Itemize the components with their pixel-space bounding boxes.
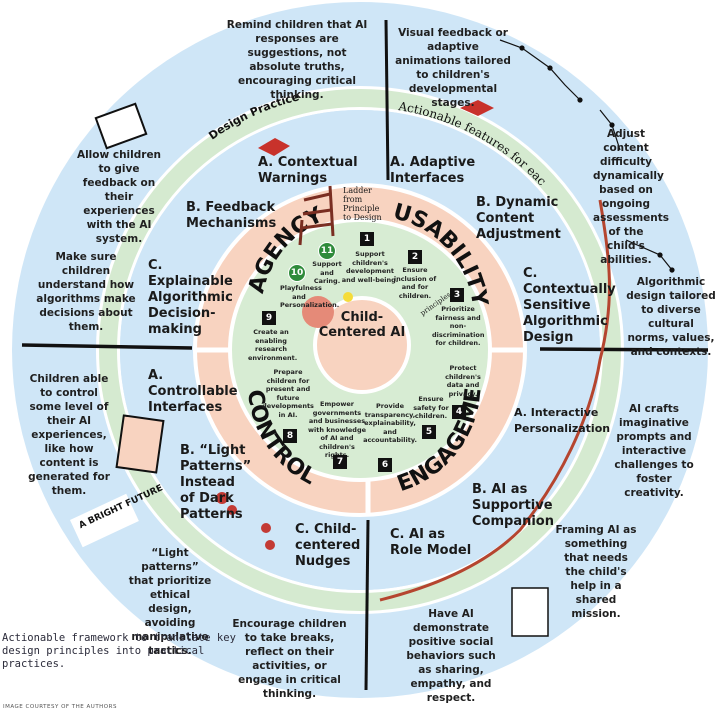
practice-light-patterns: B. “Light Patterns” Instead of Dark Patt… (180, 443, 252, 522)
desc-contextually-sensitive: Algorithmic design tailored to diverse c… (626, 276, 716, 358)
ladder-icon (298, 185, 335, 246)
ai-face-illustration (511, 587, 549, 637)
desc-supportive-companion: Framing AI as something that needs the c… (555, 524, 637, 620)
practice-supportive-companion: B. AI as Supportive Companion (472, 482, 554, 529)
principle-5: Ensure safety for children. (413, 395, 449, 420)
practice-contextually-sensitive: C. Contextually Sensitive Algorithmic De… (523, 266, 616, 345)
axis-right (539, 347, 709, 352)
principle-10: Playfulness and Personalization. (280, 284, 340, 309)
principle-4: Protect children's data and privacy. (445, 364, 481, 398)
center-disc (313, 296, 411, 394)
principle-badge-6: 6 (378, 458, 392, 472)
parent-child-illustration (115, 414, 165, 474)
desc-role-model: Have AI demonstrate positive social beha… (406, 608, 496, 704)
practice-controllable-interfaces: A. Controllable Interfaces (148, 368, 238, 415)
practice-adaptive-interfaces: A. Adaptive Interfaces (390, 155, 476, 186)
principle-badge-1: 1 (360, 232, 374, 246)
principle-badge-3: 3 (450, 288, 464, 302)
vine-illustration (379, 199, 611, 602)
roses-illustration (216, 492, 275, 550)
practice-interactive-personalization: A. Interactive Personalization (514, 406, 611, 435)
principle-1: Support children's development and well-… (341, 250, 399, 284)
desc-light-patterns: “Light patterns” that prioritize ethical… (128, 547, 212, 657)
principle-3: Prioritize fairness and non-discriminati… (432, 305, 485, 347)
principle-9: Create an enabling research environment. (248, 328, 298, 362)
principle-badge-11: 11 (318, 242, 336, 260)
principle-badge-8: 8 (283, 429, 297, 443)
axis-bottom (364, 519, 370, 691)
practice-dynamic-content: B. Dynamic Content Adjustment (476, 195, 561, 242)
principle-2: Ensure inclusion of and for children. (393, 266, 437, 300)
desc-child-centered-nudges: Encourage children to take breaks, refle… (232, 618, 347, 700)
child-face-illustration (302, 296, 334, 328)
practice-child-centered-nudges: C. Child-centered Nudges (295, 522, 361, 569)
principle-11: Support and Caring. (312, 260, 342, 285)
lightbulb-icon (343, 292, 353, 302)
principle-8: Prepare children for present and future … (262, 368, 314, 419)
principle-badge-10: 10 (288, 264, 306, 282)
graduation-cap-icon (460, 100, 494, 116)
red-arrow-icon (258, 138, 290, 156)
desc-explainable-algorithmic: Make sure children understand how algori… (36, 251, 136, 333)
principle-7: Empower governments and businesses with … (308, 400, 367, 459)
desc-feedback-mechanisms: Allow children to give feedback on their… (76, 149, 162, 245)
practice-feedback-mechanisms: B. Feedback Mechanisms (186, 200, 277, 231)
ladder-annotation: Ladder from Principle to Design (343, 186, 382, 222)
principle-badge-5: 5 (422, 425, 436, 439)
axis-left (21, 343, 193, 350)
figure-caption: Actionable framework to translate key de… (2, 632, 236, 670)
principle-badge-9: 9 (262, 311, 276, 325)
practice-role-model: C. AI as Role Model (390, 527, 472, 558)
image-credit: IMAGE COURTESY OF THE AUTHORS (3, 704, 117, 710)
principle-badge-4: 4 (452, 405, 466, 419)
center-label: Child-Centered AI (318, 310, 406, 340)
desc-interactive-personalization: AI crafts imaginative prompts and intera… (614, 403, 694, 499)
practice-explainable-algorithmic: C. Explainable Algorithmic Decision-maki… (148, 258, 233, 337)
principle-6: Provide transparency, explainability, an… (363, 402, 417, 444)
practice-contextual-warnings: A. Contextual Warnings (258, 155, 358, 186)
desc-dynamic-content: Adjust content difficulty dynamically ba… (593, 128, 670, 266)
desc-adaptive-interfaces: Visual feedback or adaptive animations t… (395, 27, 511, 109)
desc-contextual-warnings: Remind children that AI responses are su… (226, 19, 368, 101)
constellation-illustration (499, 39, 675, 273)
desc-controllable-interfaces: Children able to control some level of t… (28, 373, 110, 497)
principle-badge-7: 7 (333, 455, 347, 469)
axis-top (384, 19, 390, 181)
principle-badge-2: 2 (408, 250, 422, 264)
feedback-card-illustration (94, 102, 148, 150)
